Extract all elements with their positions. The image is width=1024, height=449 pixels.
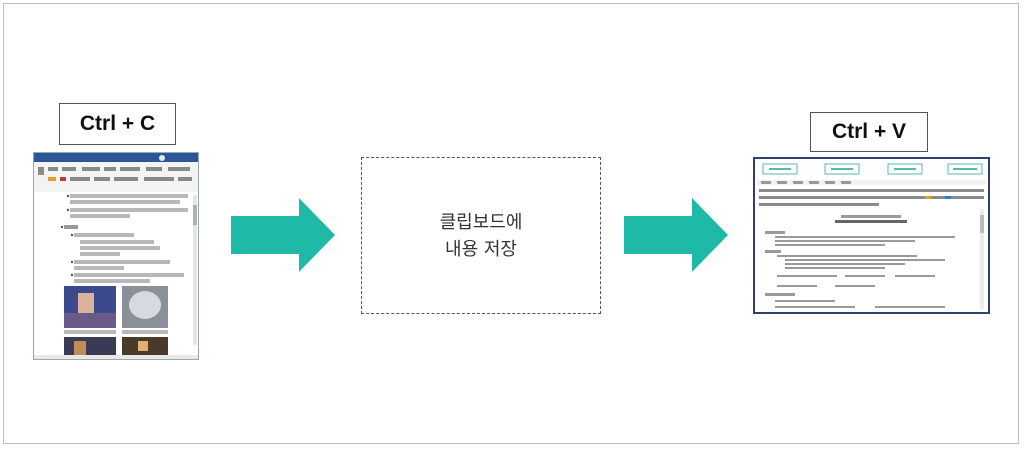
editor-toolbar-icons: [759, 189, 984, 206]
source-word-document: [33, 152, 199, 360]
word-ribbon-icons: [38, 167, 192, 181]
editor-button-labels: [769, 168, 977, 170]
arrow-shape: [231, 198, 335, 272]
word-bullets: [60, 194, 74, 277]
editor-content-lines: [765, 215, 955, 308]
word-scrollbar: [193, 195, 197, 345]
paste-shortcut-label: Ctrl + V: [810, 112, 928, 152]
arrow-to-editor: [624, 198, 728, 272]
editor-scroll-thumb: [980, 215, 984, 233]
editor-menu-items: [761, 181, 851, 184]
destination-web-editor: [753, 157, 990, 314]
editor-menubar: [757, 180, 986, 185]
word-user-avatar: [159, 155, 165, 161]
editor-scrollbar: [980, 209, 984, 309]
copy-shortcut-text: Ctrl + C: [79, 112, 156, 135]
word-document-thumbnail: [34, 153, 198, 359]
word-photo-bottom-left: [64, 337, 116, 357]
clipboard-text-line2: 내용 저장: [445, 238, 517, 260]
arrow-shape: [624, 198, 728, 272]
word-text-lines: [64, 194, 188, 283]
word-titlebar: [34, 153, 198, 162]
arrow-to-clipboard: [231, 198, 335, 272]
word-statusbar: [34, 355, 198, 359]
copy-shortcut-label: Ctrl + C: [59, 103, 176, 145]
editor-top-buttons: [762, 163, 983, 175]
clipboard-box: 클립보드에 내용 저장: [361, 157, 601, 314]
web-editor-thumbnail: [757, 163, 986, 309]
word-scroll-thumb: [193, 205, 197, 225]
paste-shortcut-text: Ctrl + V: [831, 120, 907, 143]
word-photos: [64, 286, 168, 357]
diagram-frame: [3, 3, 1019, 444]
clipboard-text-line1: 클립보드에: [439, 211, 523, 233]
